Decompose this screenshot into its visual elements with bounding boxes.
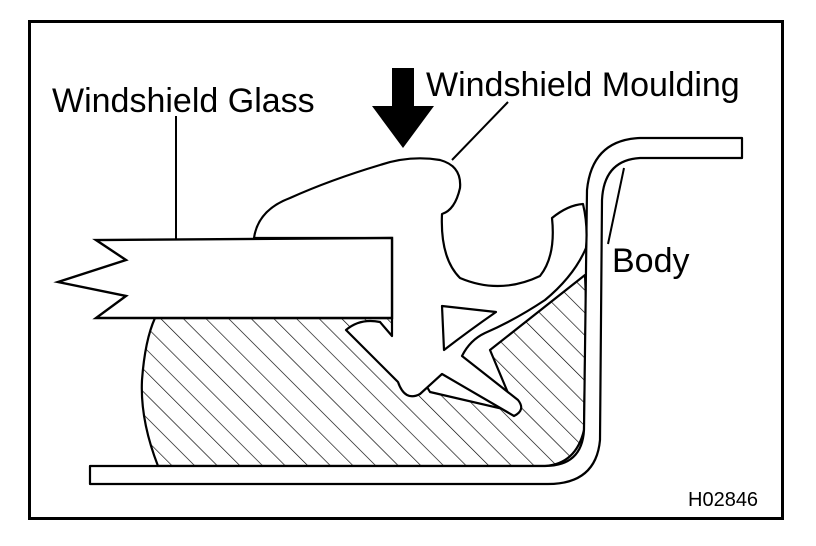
body-label: Body (612, 242, 690, 280)
windshield-moulding-label: Windshield Moulding (426, 66, 740, 104)
windshield-glass-label: Windshield Glass (52, 82, 315, 120)
figure-code: H02846 (688, 489, 758, 511)
press-down-arrow-icon (372, 68, 434, 148)
moulding-leader-line (451, 101, 509, 161)
diagram-frame (28, 20, 784, 520)
windshield-glass (53, 236, 394, 320)
moulding-cavity (440, 304, 498, 352)
body-panel (88, 136, 744, 486)
windshield-moulding-shape (252, 157, 588, 418)
body-leader-line (607, 167, 625, 245)
